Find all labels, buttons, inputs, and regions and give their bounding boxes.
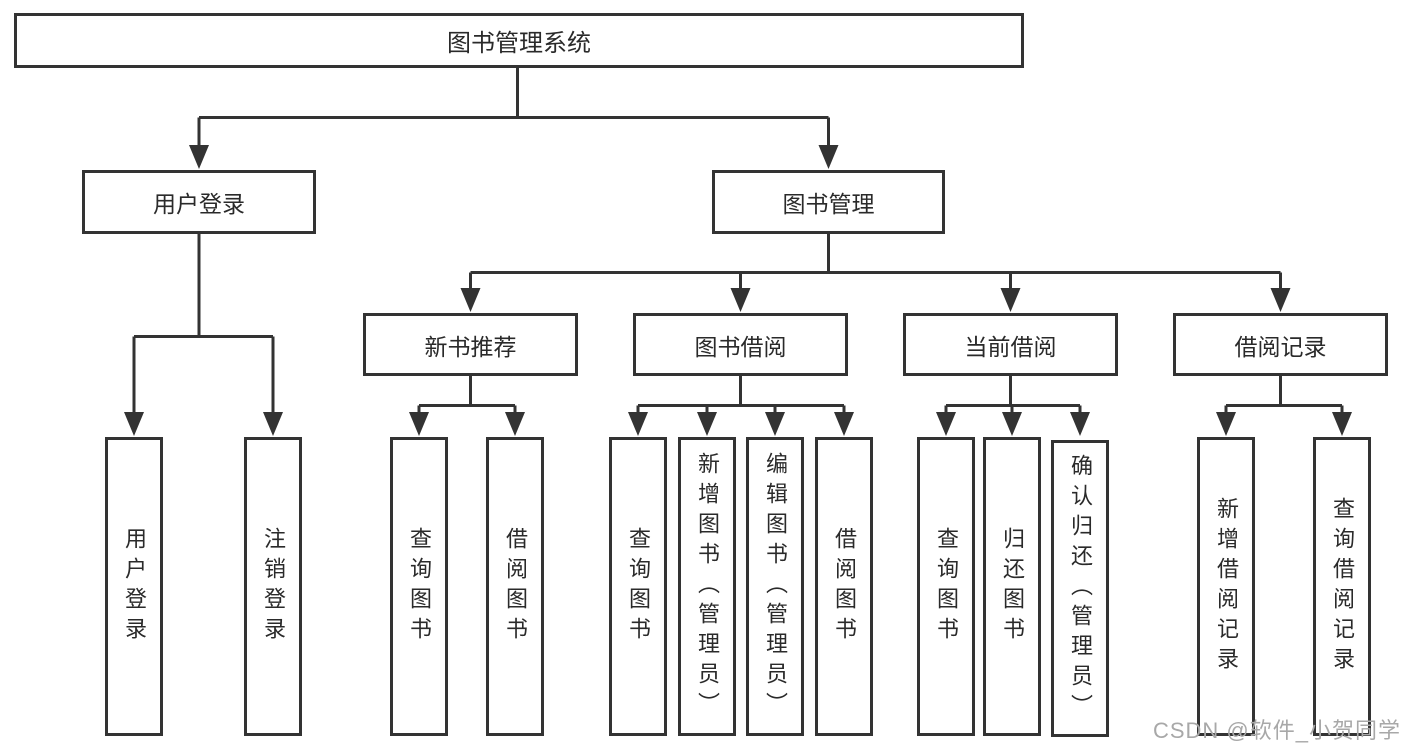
node-book-borrow-label: 图书借阅 — [694, 333, 787, 360]
leaf-bb-edit-books-admin: 编辑图书（管理员） — [746, 437, 804, 736]
leaf-user-login: 用户登录 — [105, 437, 163, 736]
arrowheads-level3 — [460, 288, 1291, 312]
leaf-logout-label: 注销登录 — [261, 526, 286, 647]
leaf-user-login-label: 用户登录 — [122, 526, 147, 647]
leaf-bb-query-books: 查询图书 — [609, 437, 667, 736]
node-book-borrow: 图书借阅 — [633, 313, 848, 376]
leaf-nb-borrow-books: 借阅图书 — [486, 437, 544, 736]
leaf-br-query-record: 查询借阅记录 — [1313, 437, 1371, 736]
arrowheads-leaves — [409, 412, 1352, 436]
leaf-cb-confirm-return-admin: 确认归还（管理员） — [1051, 440, 1109, 737]
leaf-cb-return-books: 归还图书 — [983, 437, 1041, 736]
node-user-login: 用户登录 — [82, 170, 316, 234]
leaf-nb-query-books-label: 查询图书 — [407, 526, 432, 647]
node-current-borrow-label: 当前借阅 — [964, 333, 1057, 360]
connector-book-borrow-branch — [636, 376, 846, 414]
node-user-login-label: 用户登录 — [153, 191, 245, 217]
leaf-bb-borrow-books: 借阅图书 — [815, 437, 873, 736]
leaf-cb-query-books: 查询图书 — [917, 437, 975, 736]
leaf-br-add-record-label: 新增借阅记录 — [1214, 496, 1239, 677]
leaf-br-query-record-label: 查询借阅记录 — [1330, 496, 1355, 677]
leaf-cb-confirm-return-admin-label: 确认归还（管理员） — [1068, 453, 1093, 724]
leaf-bb-borrow-books-label: 借阅图书 — [832, 526, 857, 647]
node-borrow-record: 借阅记录 — [1173, 313, 1388, 376]
connector-user-login-branch — [132, 234, 275, 414]
leaf-bb-add-books-admin: 新增图书（管理员） — [678, 437, 736, 736]
node-current-borrow: 当前借阅 — [903, 313, 1118, 376]
connector-level2-branch — [197, 116, 830, 148]
node-root-label: 图书管理系统 — [447, 30, 591, 57]
leaf-nb-query-books: 查询图书 — [390, 437, 448, 736]
node-book-management: 图书管理 — [712, 170, 945, 234]
csdn-watermark: CSDN @软件_小贺同学 — [1152, 718, 1401, 743]
leaf-cb-query-books-label: 查询图书 — [934, 526, 959, 647]
arrowheads-user-login — [124, 412, 283, 436]
connector-level3-branch — [469, 234, 1282, 290]
leaf-bb-edit-books-admin-label: 编辑图书（管理员） — [763, 451, 788, 722]
leaf-nb-borrow-books-label: 借阅图书 — [503, 526, 528, 647]
node-new-book-recommend-label: 新书推荐 — [424, 333, 517, 360]
arrowheads-level2 — [189, 145, 839, 169]
connector-borrow-record-branch — [1224, 376, 1344, 414]
connector-current-borrow-branch — [944, 376, 1082, 414]
node-borrow-record-label: 借阅记录 — [1234, 333, 1327, 360]
leaf-bb-query-books-label: 查询图书 — [626, 526, 651, 647]
node-book-management-label: 图书管理 — [782, 191, 875, 217]
connector-new-book-branch — [417, 376, 517, 414]
leaf-bb-add-books-admin-label: 新增图书（管理员） — [695, 451, 720, 722]
leaf-cb-return-books-label: 归还图书 — [1000, 526, 1025, 647]
leaf-br-add-record: 新增借阅记录 — [1197, 437, 1255, 736]
node-root: 图书管理系统 — [14, 13, 1024, 68]
node-new-book-recommend: 新书推荐 — [363, 313, 578, 376]
leaf-logout: 注销登录 — [244, 437, 302, 736]
